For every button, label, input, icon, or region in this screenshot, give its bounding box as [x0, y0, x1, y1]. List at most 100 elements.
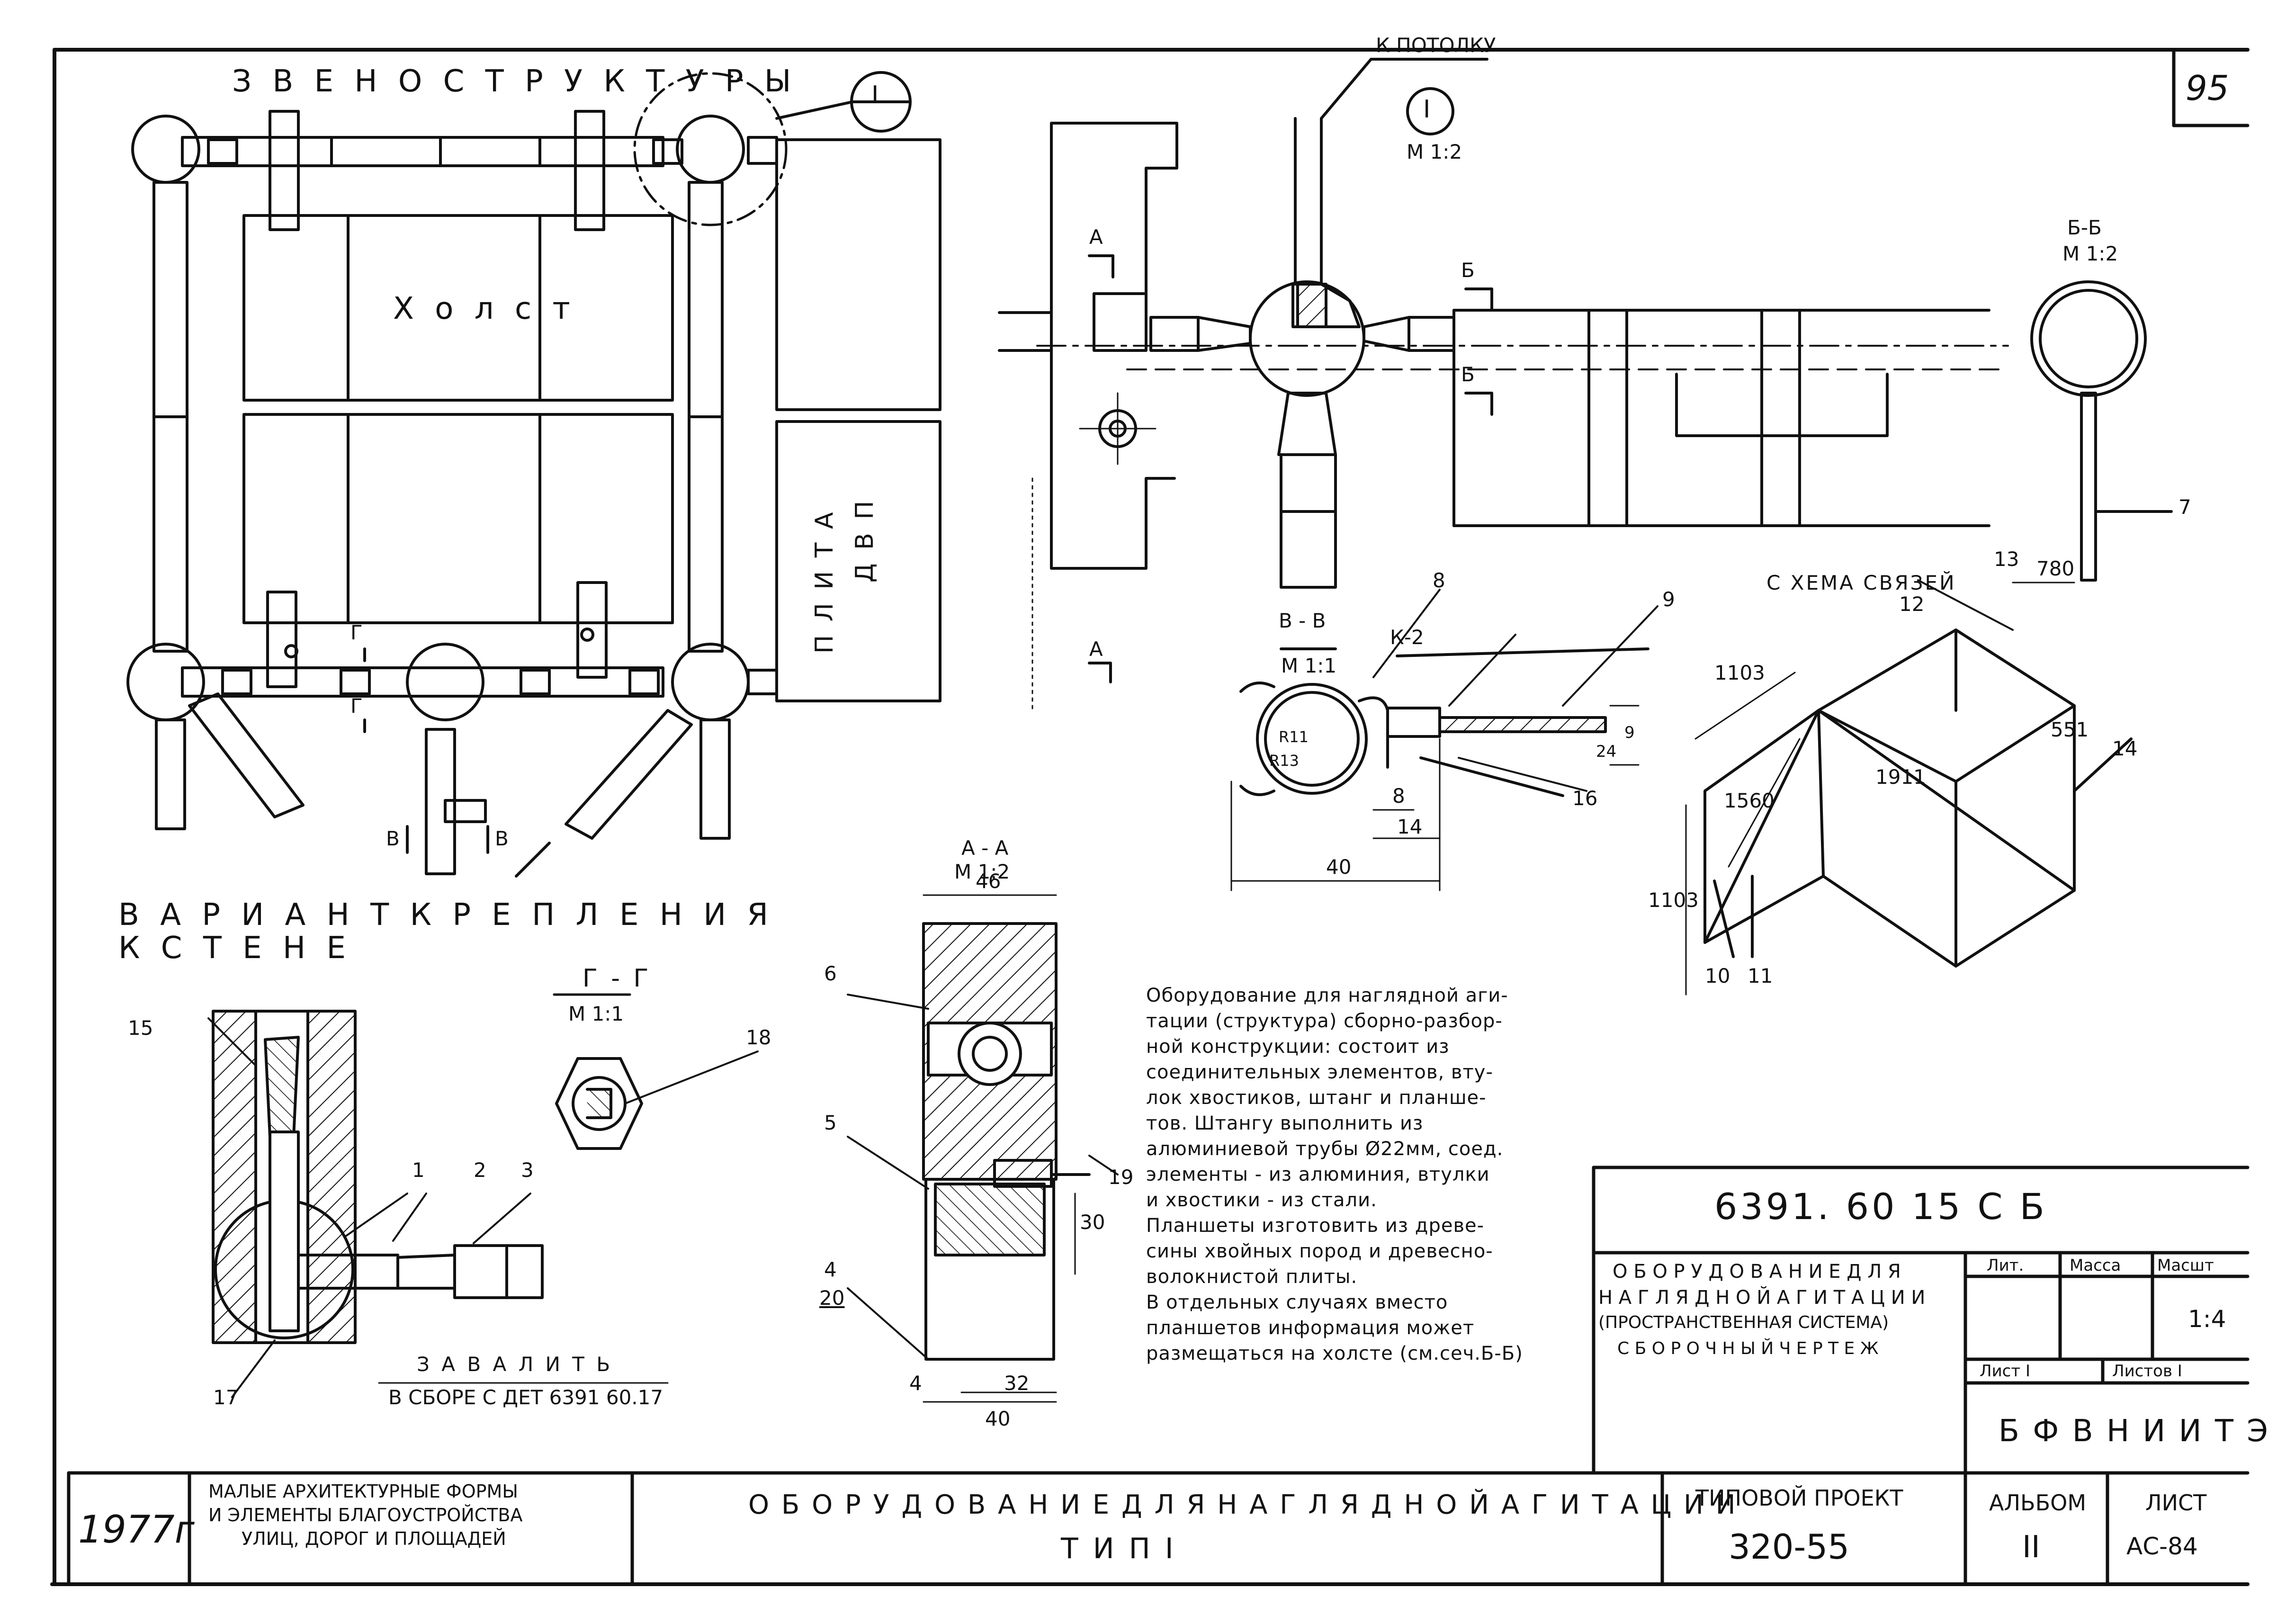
dim-1103-left: 1103 — [1648, 888, 1699, 912]
note-line: сины хвойных пород и древесно- — [1146, 1240, 1493, 1262]
pos-15: 15 — [128, 1016, 153, 1040]
pos-5: 5 — [824, 1111, 837, 1134]
sheet-frame — [50, 48, 2250, 1586]
project-label: ТИПОВОЙ ПРОЕКТ — [1695, 1485, 1903, 1511]
dim-780: 780 — [2036, 557, 2075, 580]
cut-b-bottom: Б — [1461, 363, 1475, 386]
stamp-title-4: С Б О Р О Ч Н Ы Й Ч Е Р Т Е Ж — [1617, 1339, 1879, 1358]
dim-24: 24 — [1596, 742, 1617, 761]
dim-r13: R13 — [1269, 752, 1299, 770]
stamp-title-1: О Б О Р У Д О В А Н И Е Д Л Я — [1613, 1261, 1901, 1283]
type-label: Т И П I — [1061, 1532, 1176, 1565]
scheme-title: С ХЕМА СВЯЗЕЙ — [1766, 571, 1956, 594]
note-line: Оборудование для наглядной аги- — [1146, 985, 1508, 1006]
dim-32: 32 — [1004, 1372, 1030, 1395]
scale-label: Масшт — [2157, 1256, 2214, 1275]
note-line: лок хвостиков, штанг и планше- — [1146, 1087, 1487, 1109]
note-line: элементы - из алюминия, втулки — [1146, 1164, 1490, 1185]
section-gg-title: Г - Г — [583, 964, 652, 993]
stamp-title-3: (ПРОСТРАНСТВЕННАЯ СИСТЕМА) — [1598, 1313, 1889, 1332]
cut-g-top: Г — [350, 621, 363, 644]
cut-a-bottom: А — [1089, 637, 1103, 661]
project-number: 320-55 — [1729, 1527, 1850, 1567]
pos-18: 18 — [746, 1026, 771, 1049]
sheet-total: Листов I — [2112, 1362, 2182, 1381]
dim-1103-top: 1103 — [1714, 661, 1765, 684]
section-aa — [847, 894, 1119, 1403]
footer-sheet-label: ЛИСТ — [2145, 1490, 2207, 1516]
stamp-title-2: Н А Г Л Я Д Н О Й А Г И Т А Ц И И — [1598, 1287, 1926, 1309]
note-line: алюминиевой трубы Ø22мм, соед. — [1146, 1138, 1504, 1160]
note-line: планшетов информация может — [1146, 1317, 1475, 1339]
note-line: тов. Штангу выполнить из — [1146, 1113, 1424, 1134]
note-line: размещаться на холсте (см.сеч.Б-Б) — [1146, 1343, 1523, 1364]
sheet-index: Лист I — [1980, 1362, 2030, 1381]
dim-40: 40 — [1326, 855, 1352, 879]
pos-13: 13 — [1994, 547, 2019, 571]
detail-I-view — [998, 58, 2009, 711]
dim-14: 14 — [1397, 815, 1423, 838]
cut-v-right: В — [495, 827, 509, 850]
note-line: и хвостики - из стали. — [1146, 1189, 1377, 1211]
section-bb-scale: М 1:2 — [2062, 242, 2118, 265]
section-gg — [553, 993, 759, 1150]
dim-1911: 1911 — [1875, 765, 1926, 789]
pos-4-bottom: 20 — [819, 1286, 845, 1310]
structure-link-view — [126, 71, 941, 878]
section-gg-scale: М 1:1 — [568, 1002, 624, 1025]
k2-label: К-2 — [1390, 626, 1424, 649]
title-block — [67, 1166, 2250, 1586]
pos-7: 7 — [2178, 495, 2191, 519]
mass-label: Масса — [2070, 1256, 2121, 1275]
detail-scale: М 1:2 — [1407, 140, 1462, 163]
dim-40-aa: 40 — [985, 1407, 1011, 1430]
wall-variant-title-2: К С Т Е Н Е — [118, 931, 351, 966]
series-line-3: УЛИЦ, ДОРОГ И ПЛОЩАДЕЙ — [242, 1528, 506, 1549]
lit-label: Лит. — [1987, 1256, 2024, 1275]
footer-sheet-code: АС-84 — [2126, 1533, 2198, 1560]
dim-551: 551 — [2051, 718, 2089, 741]
pos-9: 9 — [1662, 588, 1675, 611]
main-title: О Б О Р У Д О В А Н И Е Д Л Я Н А Г Л Я … — [748, 1489, 1738, 1520]
dim-1560: 1560 — [1724, 789, 1775, 812]
note-line: волокнистой плиты. — [1146, 1266, 1358, 1288]
album-number: II — [2022, 1530, 2040, 1565]
general-notes: Оборудование для наглядной аги- тации (с… — [1146, 983, 1601, 1366]
cut-b-top: Б — [1461, 259, 1475, 282]
cut-v-left: В — [386, 827, 400, 850]
section-bb-title: Б-Б — [2067, 216, 2102, 239]
section-vv-title: В - В — [1279, 609, 1326, 632]
note-line: соединительных элементов, вту- — [1146, 1061, 1493, 1083]
pos-17: 17 — [213, 1386, 239, 1409]
pos-1: 1 — [412, 1158, 425, 1182]
cut-g-bottom: Г — [350, 694, 363, 718]
dvp-label-2: Д В П — [851, 498, 879, 583]
dvp-label-1: П Л И Т А — [810, 509, 839, 654]
pos-2: 2 — [474, 1158, 486, 1182]
pos-12: 12 — [1899, 592, 1925, 616]
section-vv — [1230, 647, 1650, 891]
dim-r11: R11 — [1279, 728, 1309, 746]
dim-30: 30 — [1080, 1211, 1105, 1234]
assembly-note: В СБОРЕ С ДЕТ 6391 60.17 — [388, 1386, 663, 1409]
to-ceiling-label: К ПОТОЛКУ — [1376, 34, 1496, 57]
dim-8: 8 — [1392, 784, 1405, 808]
pos-8: 8 — [1433, 569, 1445, 592]
connection-scheme — [1685, 582, 2133, 996]
dim-4: 4 — [909, 1372, 922, 1395]
cut-a-top: А — [1089, 225, 1103, 249]
canvas-label: Х о л с т — [393, 291, 576, 326]
detail-callout: I — [871, 81, 882, 109]
organization: Б Ф В Н И И Т Э — [1999, 1414, 2270, 1449]
dim-9: 9 — [1624, 723, 1635, 742]
section-aa-title: А - А — [961, 836, 1009, 860]
leader-lines — [1372, 579, 2014, 792]
dim-46: 46 — [976, 870, 1001, 893]
wall-variant-title-1: В А Р И А Н Т К Р Е П Л Е Н И Я — [118, 897, 774, 933]
wall-mount-variant — [207, 1010, 669, 1398]
pos-6: 6 — [824, 962, 837, 985]
weld-note: З А В А Л И Т Ь — [417, 1353, 613, 1376]
pos-11: 11 — [1748, 964, 1773, 987]
pos-16: 16 — [1572, 787, 1598, 810]
